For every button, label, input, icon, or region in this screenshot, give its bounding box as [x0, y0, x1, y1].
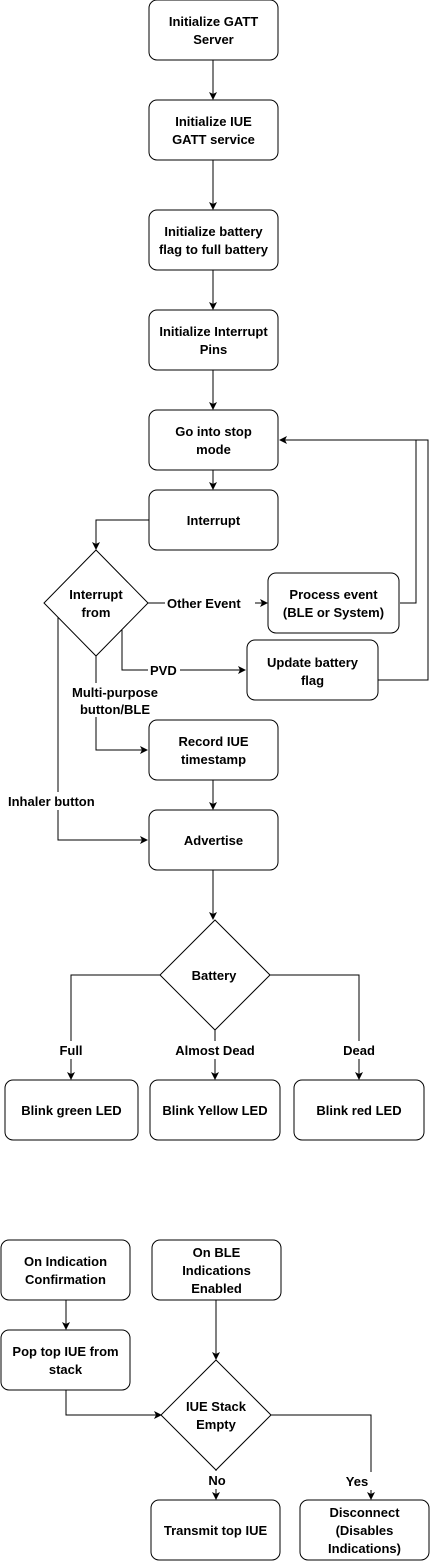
label-interrupt-from-1: Interrupt: [69, 587, 123, 602]
node-on-ble: [151, 1239, 282, 1301]
label-pop-iue-1: Pop top IUE from: [12, 1344, 118, 1359]
node-record-iue: [148, 719, 279, 781]
node-init-interrupt: [148, 309, 279, 371]
label-on-ble-2: Indications: [182, 1263, 251, 1278]
label-on-ble-3: Enabled: [191, 1281, 242, 1296]
node-pop-iue: [0, 1329, 131, 1391]
node-blink-yellow: [149, 1079, 281, 1141]
edge-labels: Other Event PVD Multi-purpose button/BLE…: [6, 594, 379, 1490]
edge-label-multi-purpose-1: Multi-purpose: [72, 685, 158, 700]
edge-interrupt-to-decision: [92, 519, 149, 550]
edge-label-other-event: Other Event: [167, 596, 241, 611]
edge-decision-to-advertise: [57, 612, 148, 844]
label-process-event-2: (BLE or System): [283, 605, 384, 620]
label-interrupt: Interrupt: [187, 513, 241, 528]
label-record-iue-1: Record IUE: [178, 734, 248, 749]
label-init-gatt-2: Server: [193, 32, 233, 47]
node-battery: [159, 919, 271, 1031]
label-process-event-1: Process event: [289, 587, 378, 602]
node-init-battery: [148, 209, 279, 271]
label-init-interrupt-1: Initialize Interrupt: [159, 324, 268, 339]
node-process-event: [267, 572, 400, 634]
label-init-battery-2: flag to full battery: [159, 242, 269, 257]
edge-label-dead: Dead: [343, 1043, 375, 1058]
label-battery: Battery: [192, 968, 238, 983]
label-on-indication-1: On Indication: [24, 1254, 107, 1269]
edge-battery-to-red: [270, 974, 363, 1080]
label-init-battery-1: Initialize battery: [164, 224, 263, 239]
edge-update-to-stop: [378, 439, 429, 681]
node-stop-mode: [148, 409, 279, 471]
node-labels: Initialize GATT Server Initialize IUE GA…: [12, 14, 401, 1556]
edges: [57, 60, 429, 1500]
node-disconnect: [299, 1499, 430, 1561]
label-blink-red: Blink red LED: [316, 1103, 401, 1118]
label-record-iue-2: timestamp: [181, 752, 246, 767]
edge-pop-to-stack: [65, 1390, 162, 1419]
label-blink-yellow: Blink Yellow LED: [162, 1103, 267, 1118]
label-stop-mode-1: Go into stop: [175, 424, 252, 439]
edge-label-full: Full: [59, 1043, 82, 1058]
label-pop-iue-2: stack: [49, 1362, 83, 1377]
edge-label-yes: Yes: [346, 1474, 368, 1489]
label-blink-green: Blink green LED: [21, 1103, 121, 1118]
node-init-gatt: [148, 0, 279, 61]
label-stack-empty-1: IUE Stack: [186, 1399, 247, 1414]
node-blink-green: [4, 1079, 139, 1141]
edge-process-to-stop: [279, 436, 417, 604]
edge-label-inhaler: Inhaler button: [8, 794, 95, 809]
node-advertise: [148, 809, 279, 871]
edge-decision-to-update: [121, 630, 246, 674]
label-on-indication-2: Confirmation: [25, 1272, 106, 1287]
edge-stack-to-disconnect: [271, 1414, 375, 1500]
node-update-battery: [246, 639, 379, 701]
edge-label-no: No: [208, 1473, 225, 1488]
label-transmit: Transmit top IUE: [164, 1523, 268, 1538]
label-stack-empty-2: Empty: [196, 1417, 237, 1432]
label-disconnect-2: (Disables: [336, 1523, 394, 1538]
label-init-gatt-1: Initialize GATT: [169, 14, 258, 29]
edge-label-multi-purpose-2: button/BLE: [80, 702, 150, 717]
edge-label-almost-dead: Almost Dead: [175, 1043, 255, 1058]
node-interrupt: [148, 489, 279, 551]
label-disconnect-1: Disconnect: [329, 1505, 400, 1520]
label-init-iue-1: Initialize IUE: [175, 114, 252, 129]
label-on-ble-1: On BLE: [193, 1245, 241, 1260]
node-on-indication: [0, 1239, 131, 1301]
edge-label-pvd: PVD: [150, 663, 177, 678]
label-disconnect-3: Indications): [328, 1541, 401, 1556]
label-advertise: Advertise: [184, 833, 243, 848]
label-stop-mode-2: mode: [196, 442, 231, 457]
label-init-interrupt-2: Pins: [200, 342, 227, 357]
label-interrupt-from-2: from: [82, 605, 111, 620]
node-interrupt-from: [43, 549, 149, 657]
label-init-iue-2: GATT service: [172, 132, 255, 147]
label-update-battery-1: Update battery: [267, 655, 359, 670]
node-stack-empty: [160, 1359, 272, 1471]
edge-battery-to-green: [67, 974, 160, 1080]
label-update-battery-2: flag: [301, 673, 324, 688]
node-blink-red: [293, 1079, 425, 1141]
node-init-iue: [148, 99, 279, 161]
node-transmit: [150, 1499, 281, 1561]
